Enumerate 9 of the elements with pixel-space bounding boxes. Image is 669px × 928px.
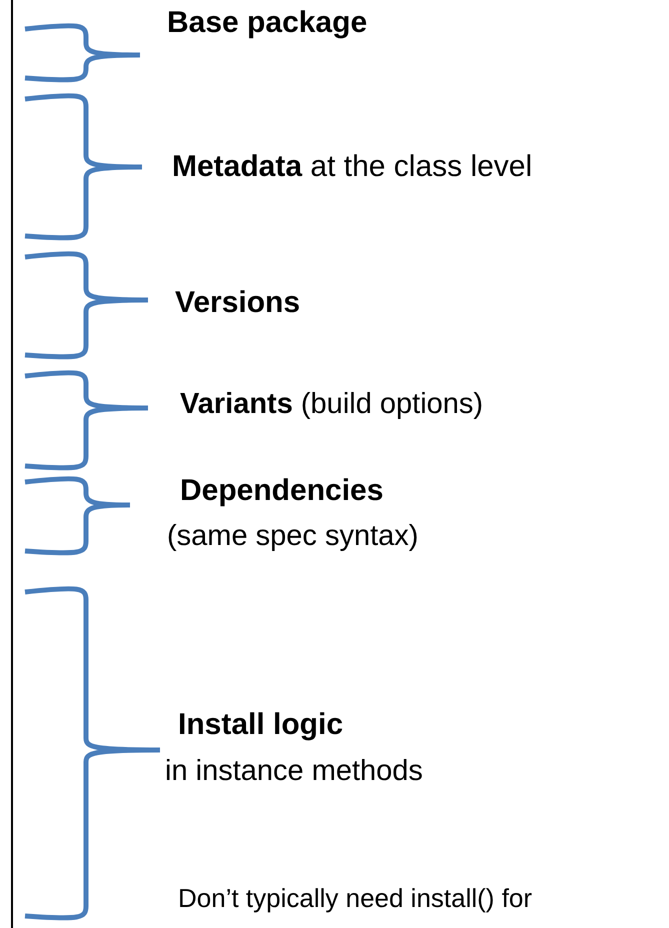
description-text: Metadata at the class level (172, 152, 532, 182)
heading-text: Base package (167, 8, 368, 38)
description-text: Don’t typically need install() for (178, 885, 532, 911)
heading-text: Install logic (178, 710, 344, 740)
heading-text: Dependencies (180, 476, 384, 506)
description-text: (same spec syntax) (167, 522, 418, 551)
description-text: Variants (build options) (180, 390, 484, 419)
heading-text: Versions (175, 288, 300, 318)
description-text: in instance methods (165, 757, 423, 786)
